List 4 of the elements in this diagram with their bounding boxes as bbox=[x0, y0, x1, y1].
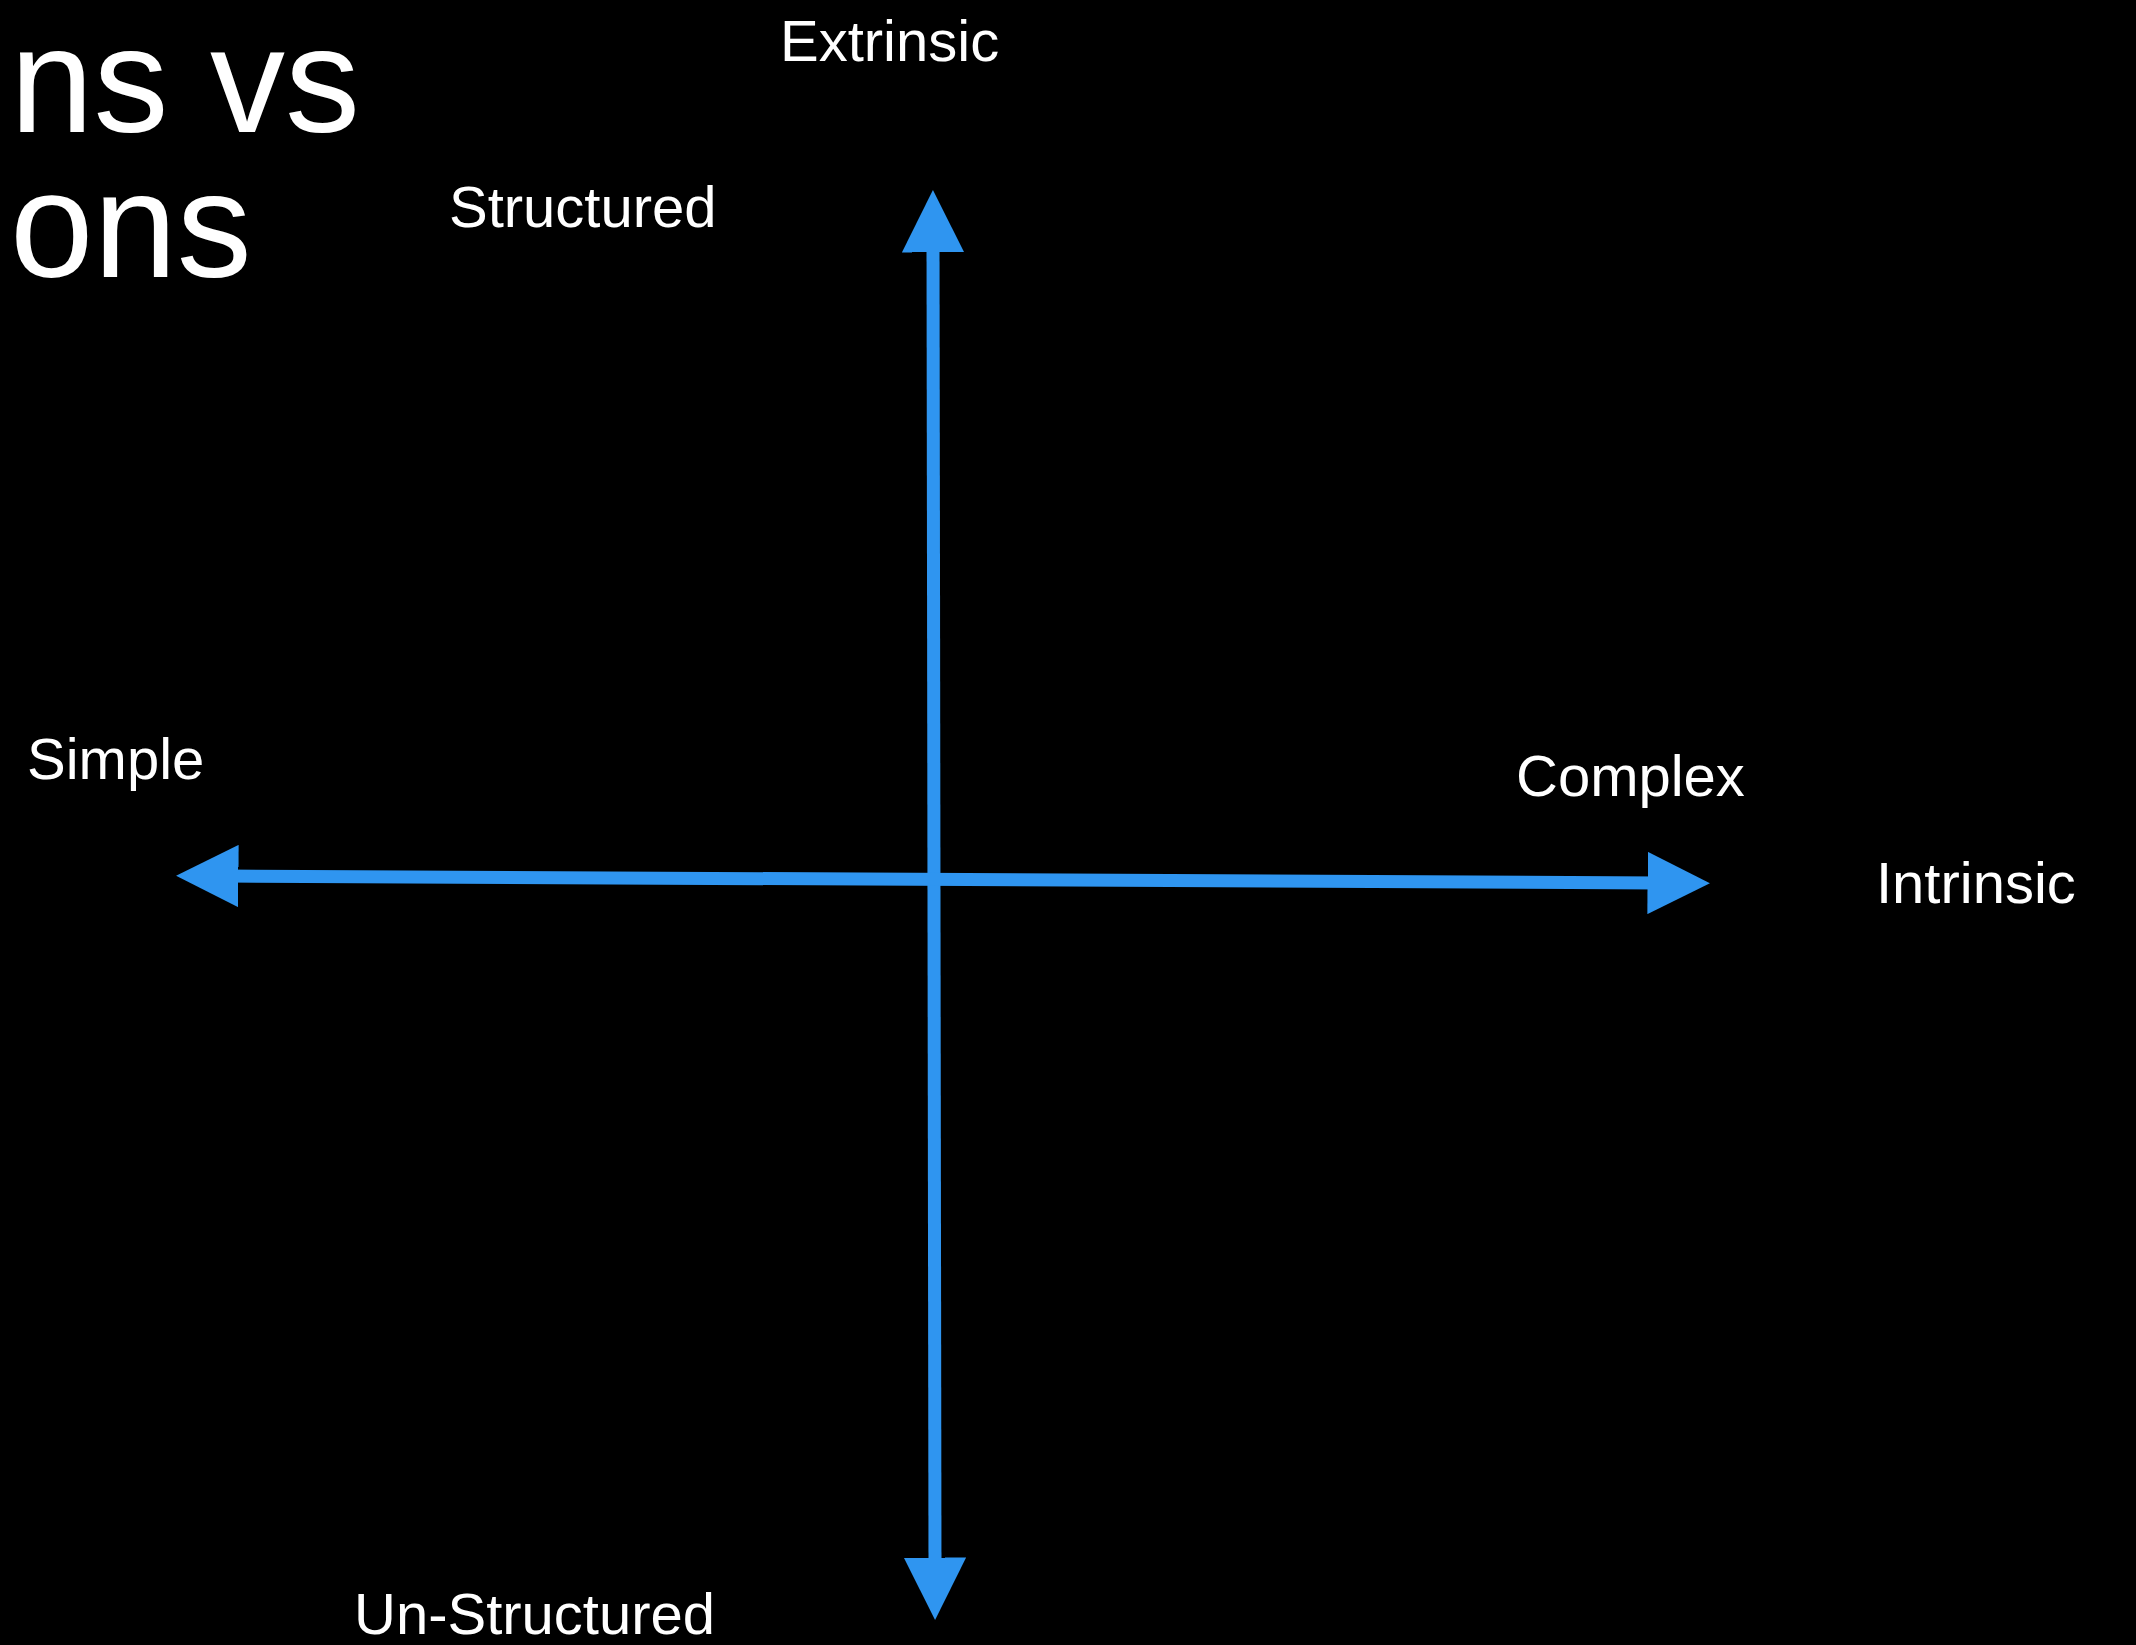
axis-label: Un-Structured bbox=[354, 1585, 716, 1643]
axis-label: Intrinsic bbox=[1876, 854, 2076, 912]
axis-label: Extrinsic bbox=[780, 12, 1000, 70]
axis-label: Structured bbox=[449, 178, 717, 236]
